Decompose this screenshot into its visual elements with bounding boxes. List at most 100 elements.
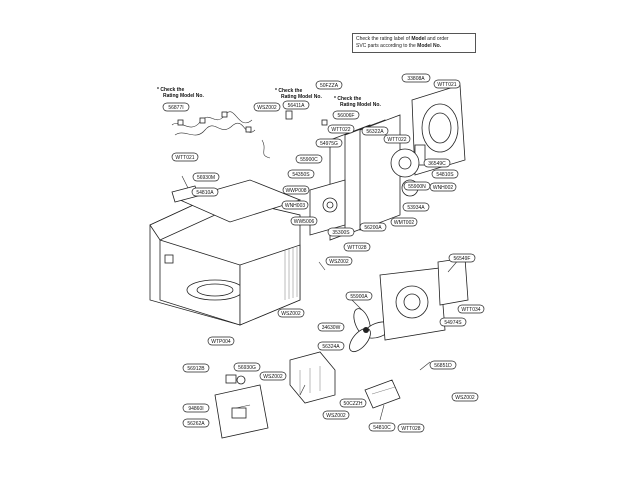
side-bracket	[437, 257, 469, 306]
transformer	[289, 351, 336, 404]
svg-text:56262A: 56262A	[187, 421, 205, 427]
svg-text:WTT022: WTT022	[387, 137, 406, 143]
part-label: WSZ002	[325, 256, 353, 266]
svg-text:56200A: 56200A	[364, 225, 382, 231]
part-label: 56912B	[182, 363, 210, 373]
part-label: 56324A	[317, 341, 345, 351]
part-label: 56322A	[361, 126, 389, 136]
part-label: WSZ002	[451, 392, 479, 402]
part-label: 54810S	[431, 169, 459, 179]
svg-text:54810C: 54810C	[373, 425, 391, 431]
part-label: 34630W	[317, 322, 345, 332]
svg-text:56549F: 56549F	[454, 256, 471, 262]
svg-text:WSZ002: WSZ002	[455, 395, 475, 401]
svg-text:55900C: 55900C	[300, 157, 318, 163]
svg-text:WTT022: WTT022	[331, 127, 350, 133]
svg-text:56912B: 56912B	[187, 366, 205, 372]
capacitor	[364, 379, 401, 409]
part-label: 33808A	[401, 73, 431, 83]
check-rating-note-3: * Check the Rating Model No.	[334, 96, 381, 108]
svg-text:56006F: 56006F	[338, 113, 355, 119]
part-label: WSZ002	[277, 308, 305, 318]
svg-text:36549C: 36549C	[428, 161, 446, 167]
part-label: 56930M	[192, 172, 220, 182]
svg-text:WTT034: WTT034	[461, 307, 480, 313]
note-line1-bold: Model	[411, 36, 426, 42]
part-label: 56851D	[429, 360, 457, 370]
part-label: WTP004	[207, 336, 235, 346]
svg-text:WW5006: WW5006	[294, 219, 315, 225]
svg-text:54810S: 54810S	[436, 172, 454, 178]
part-label: 56006F	[332, 110, 360, 120]
note-line1-post: and order	[425, 36, 449, 42]
small-wire	[261, 139, 271, 159]
part-label: WTT022	[383, 134, 411, 144]
part-label: 56411A	[282, 100, 310, 110]
part-label: 56262A	[182, 418, 210, 428]
back-cover	[411, 84, 466, 176]
svg-text:54350S: 54350S	[292, 172, 310, 178]
clip	[285, 110, 293, 120]
part-label: WNH002	[429, 182, 457, 192]
part-label: 53934A	[402, 202, 430, 212]
part-label: 54975G	[315, 138, 343, 148]
part-label: 54350S	[287, 169, 315, 179]
part-label: WMT002	[390, 217, 418, 227]
part-label: 50FZZA	[315, 80, 343, 90]
svg-text:WSZ002: WSZ002	[281, 311, 301, 317]
svg-text:53934A: 53934A	[407, 205, 425, 211]
check-rating-note-1: * Check the Rating Model No.	[157, 87, 204, 99]
oven-cavity	[149, 194, 301, 326]
part-label: 55900C	[295, 154, 323, 164]
base-plate	[214, 374, 269, 439]
svg-text:55900N: 55900N	[408, 184, 426, 190]
top-plate	[178, 179, 302, 223]
svg-text:50FZZA: 50FZZA	[320, 83, 339, 89]
note-line2-pre: SVC parts according to the	[356, 43, 418, 49]
svg-text:56322A: 56322A	[366, 129, 384, 135]
wire-harness	[171, 111, 256, 136]
part-label: WSZ002	[253, 102, 281, 112]
svg-text:WWP008: WWP008	[285, 188, 306, 194]
svg-text:WTP004: WTP004	[211, 339, 231, 345]
svg-text:33808A: 33808A	[407, 76, 425, 82]
part-label: 56200A	[359, 222, 387, 232]
lamp	[236, 375, 246, 385]
svg-text:54810A: 54810A	[196, 190, 214, 196]
svg-text:56930G: 56930G	[238, 365, 256, 371]
part-label: 36549C	[423, 158, 451, 168]
svg-text:WSZ002: WSZ002	[257, 105, 277, 111]
part-label: 54974S	[439, 317, 467, 327]
part-label: 56930G	[233, 362, 261, 372]
svg-text:WMT002: WMT002	[394, 220, 415, 226]
clip-2	[321, 119, 328, 126]
svg-text:WNH002: WNH002	[433, 185, 454, 191]
part-label: WTT022	[327, 124, 355, 134]
part-label: 56549F	[448, 253, 476, 263]
part-label: WNH003	[281, 200, 309, 210]
svg-text:55900A: 55900A	[350, 294, 368, 300]
part-label: 54810C	[368, 422, 396, 432]
svg-text:35300S: 35300S	[332, 230, 350, 236]
svg-text:WTT028: WTT028	[401, 426, 420, 432]
svg-text:56411A: 56411A	[288, 103, 306, 109]
svg-text:56877I: 56877I	[168, 105, 183, 111]
check-rating-note-2: * Check the Rating Model No.	[275, 88, 322, 100]
svg-text:WTT028: WTT028	[347, 245, 366, 251]
note-line2-bold: Model No.	[417, 43, 442, 49]
svg-text:WNH003: WNH003	[285, 203, 306, 209]
svg-text:WSZ002: WSZ002	[329, 259, 349, 265]
part-label: 94860I	[182, 403, 210, 413]
svg-text:56851D: 56851D	[434, 363, 452, 369]
svg-text:56930M: 56930M	[197, 175, 215, 181]
part-label: 56877I	[162, 102, 190, 112]
part-label: WSZ002	[322, 410, 350, 420]
svg-text:WTT021: WTT021	[175, 155, 194, 161]
part-label: 35300S	[327, 227, 355, 237]
part-label: WTT021	[171, 152, 199, 162]
svg-text:54975G: 54975G	[320, 141, 338, 147]
svg-text:56324A: 56324A	[322, 344, 340, 350]
part-label: 55900A	[345, 291, 373, 301]
control-panel-assembly	[309, 114, 401, 241]
